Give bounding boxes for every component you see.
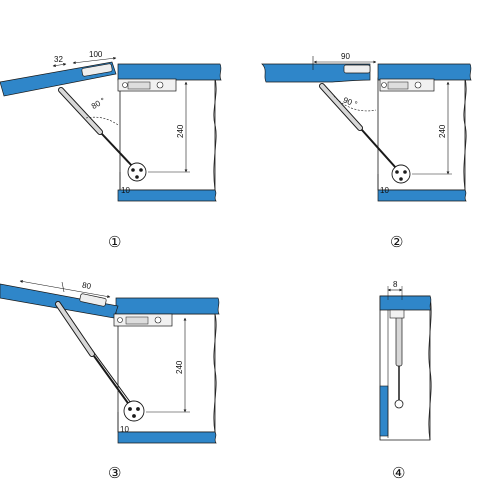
cabinet-wavy-edge-1 <box>213 77 217 191</box>
dim-base-2: 10 <box>380 186 389 195</box>
base-plate-1 <box>127 162 147 182</box>
door-flap-2 <box>261 63 371 83</box>
diagram-number-4: ④ <box>392 465 405 482</box>
dim-height-1: 240 <box>176 124 185 138</box>
dim-width-2: 90 <box>341 52 350 61</box>
dim-angle-1: 80 ° <box>90 96 107 111</box>
dim-height-2: 240 <box>438 124 447 138</box>
hinge-mechanism-1 <box>117 78 177 92</box>
base-plate-2 <box>391 164 411 184</box>
dim-width-1: 100 <box>89 50 103 59</box>
dim-width-4: 8 <box>393 280 398 289</box>
gas-strut-1 <box>58 87 139 173</box>
dim-base-3: 10 <box>120 425 129 434</box>
flap-bracket-2 <box>343 64 371 74</box>
cabinet-top-panel-4 <box>379 295 432 311</box>
cabinet-side-2 <box>377 77 466 191</box>
gas-strut-2 <box>319 83 401 173</box>
flap-bracket-1 <box>81 63 113 77</box>
base-plate-3 <box>123 400 145 422</box>
cabinet-bottom-panel-2 <box>377 189 467 202</box>
dim-height-3: 240 <box>175 360 184 374</box>
hinge-mechanism-3 <box>113 313 173 327</box>
diagram-number-3: ③ <box>108 465 121 482</box>
gas-strut-3 <box>55 301 137 411</box>
cabinet-bottom-panel-3 <box>117 431 217 444</box>
diagram-1: 32 100 80 ° 240 10 ① <box>0 50 222 251</box>
diagram-3: 80 240 10 ③ <box>0 279 220 482</box>
hinge-mechanism-4 <box>389 309 405 319</box>
cabinet-bottom-panel-1 <box>117 189 217 202</box>
cabinet-top-panel-1 <box>117 63 222 81</box>
dim-base-1: 10 <box>121 186 130 195</box>
cabinet-wavy-edge-2 <box>463 77 467 191</box>
hinge-mechanism-2 <box>379 78 435 92</box>
diagram-number-1: ① <box>108 234 121 251</box>
cabinet-top-panel-3 <box>115 297 220 315</box>
dim-offset-1: 32 <box>54 55 63 64</box>
diagram-number-2: ② <box>390 234 403 251</box>
door-closed-4 <box>379 385 389 437</box>
cabinet-wavy-edge-4 <box>428 295 432 441</box>
dim-width-3: 80 <box>81 281 92 292</box>
diagram-2: 90 90 ° 240 10 ② <box>261 52 472 251</box>
diagram-4: 8 ④ <box>379 280 432 482</box>
cabinet-wavy-edge-3 <box>213 313 217 433</box>
gas-strut-4 <box>394 313 404 409</box>
angle-arc-2 <box>333 95 377 112</box>
cabinet-top-panel-2 <box>377 63 472 81</box>
